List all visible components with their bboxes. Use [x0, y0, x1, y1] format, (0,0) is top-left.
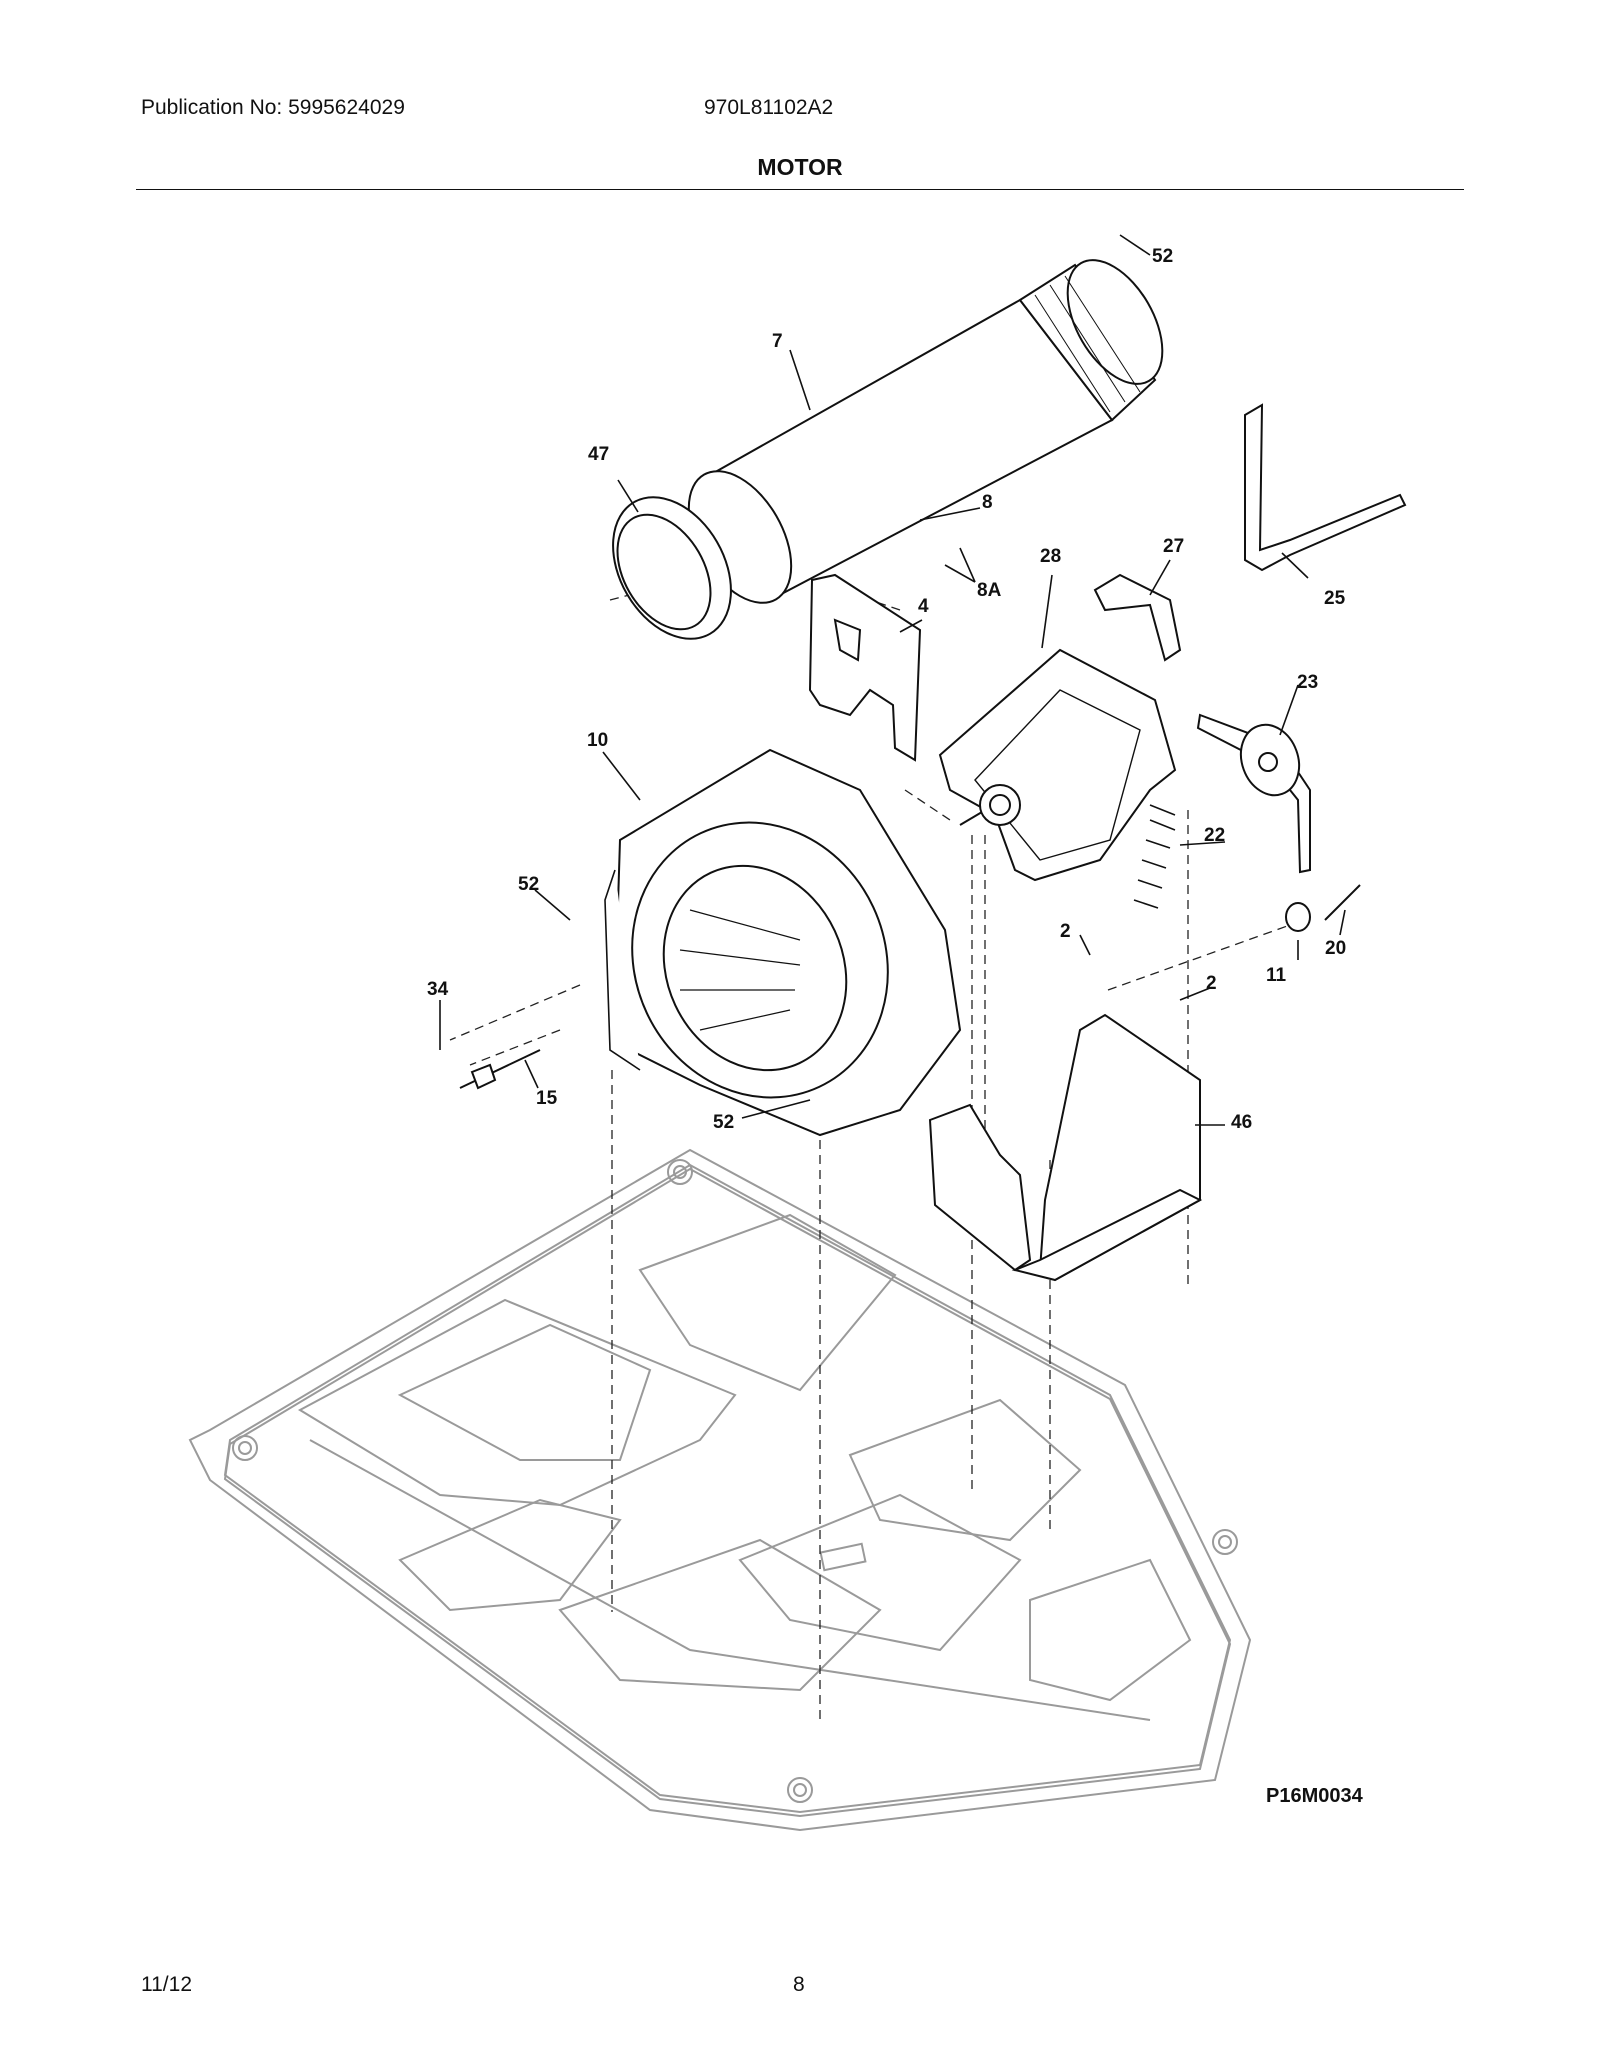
duct-ring [612, 496, 732, 640]
callout-20: 20 [1325, 938, 1346, 959]
leader-lines [439, 234, 1346, 1126]
base-pan [188, 1148, 1252, 1832]
callout-52-bottom: 52 [713, 1112, 734, 1133]
callout-46: 46 [1231, 1112, 1252, 1133]
motor-mount [928, 1013, 1203, 1282]
callout-4: 4 [918, 596, 929, 617]
callout-28: 28 [1040, 546, 1061, 567]
callout-25: 25 [1324, 588, 1346, 609]
model-number: 970L81102A2 [704, 96, 834, 119]
callout-47: 47 [588, 444, 609, 465]
small-parts [459, 403, 1407, 1090]
motor [938, 648, 1177, 882]
callout-22: 22 [1204, 825, 1225, 846]
footer-date: 11/12 [141, 1973, 192, 1996]
callout-34: 34 [427, 979, 449, 1000]
blower-housing [604, 748, 962, 1137]
callout-11: 11 [1266, 965, 1287, 986]
header-divider [136, 189, 1464, 190]
exhaust-duct [687, 259, 1164, 604]
diagram-code: P16M0034 [1266, 1785, 1363, 1807]
callout-2: 2 [1060, 921, 1071, 942]
duct-bracket [808, 573, 922, 762]
callout-8: 8 [982, 492, 993, 513]
callout-10: 10 [587, 730, 608, 751]
callout-2-right: 2 [1206, 973, 1217, 994]
callout-27: 27 [1163, 536, 1184, 557]
page-number: 8 [793, 1973, 805, 1996]
callouts: 52 7 47 8 8A 28 27 25 4 23 10 22 52 20 1… [427, 246, 1346, 1133]
publication-number: Publication No: 5995624029 [141, 96, 405, 119]
callout-23: 23 [1297, 672, 1318, 693]
callout-52: 52 [1152, 246, 1173, 267]
page-title: MOTOR [757, 154, 843, 180]
callout-52-left: 52 [518, 874, 539, 895]
callout-15: 15 [536, 1088, 558, 1109]
callout-8a: 8A [977, 580, 1002, 601]
callout-7: 7 [772, 331, 783, 352]
